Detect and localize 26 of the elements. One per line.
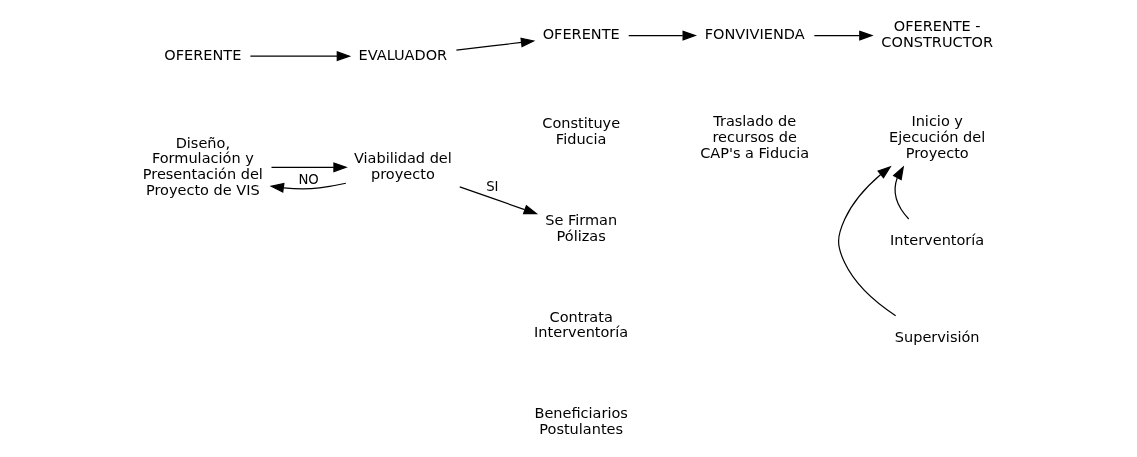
arrow (459, 185, 539, 214)
arrow (892, 164, 910, 220)
node-text: Inicio y Ejecución del Proyecto (889, 112, 986, 161)
node-text: Viabilidad del proyecto (353, 149, 452, 182)
node-text: Diseño, Formulación y Presentación del Proyecto de VIS (142, 134, 263, 198)
arrow (270, 161, 348, 172)
node-text: FONVIVIENDA (704, 25, 805, 42)
edge-label: NO (298, 171, 319, 187)
node-text: OFERENTE (164, 46, 242, 63)
edge-label: SI (486, 178, 499, 194)
arrow (838, 165, 897, 316)
arrow (249, 50, 352, 61)
node-text: Interventoría (890, 231, 985, 248)
node-text: Constituye Fiducia (542, 114, 621, 147)
node-text: Beneficiarios Postulantes (534, 404, 628, 437)
arrow (455, 36, 536, 51)
node-text: Contrata Interventoría (534, 308, 629, 340)
node-text: OFERENTE (542, 25, 620, 42)
node-text: Traslado de recursos de CAP's a Fiducia (700, 112, 810, 161)
arrow (628, 30, 697, 41)
node-text: Supervisión (894, 328, 980, 345)
arrow (269, 182, 347, 193)
arrow (813, 30, 874, 41)
node-text: Se Firman Pólizas (545, 211, 618, 244)
node-text: OFERENTE - CONSTRUCTOR (881, 17, 993, 50)
node-text: EVALUADOR (358, 46, 448, 63)
